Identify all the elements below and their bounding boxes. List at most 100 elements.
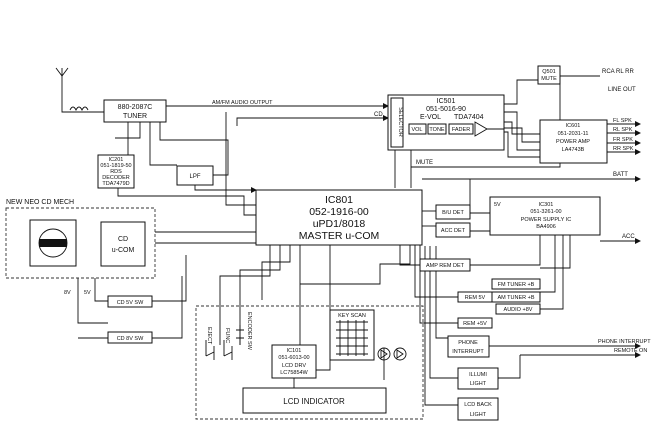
cd-disc-icon bbox=[29, 219, 77, 267]
master-ucom-block: IC801 052-1916-00 uPD1/8018 MASTER u-COM bbox=[255, 189, 423, 246]
svg-text:051-2031-11: 051-2031-11 bbox=[558, 131, 589, 137]
svg-text:CD 5V SW: CD 5V SW bbox=[117, 300, 144, 306]
svg-text:LIGHT: LIGHT bbox=[470, 412, 487, 418]
svg-text:051-3261-00: 051-3261-00 bbox=[530, 209, 561, 215]
svg-text:LPF: LPF bbox=[189, 174, 200, 180]
phone-interrupt-block: PHONE INTERRUPT bbox=[447, 335, 490, 358]
svg-text:5V: 5V bbox=[494, 202, 501, 208]
svg-text:ACC DET: ACC DET bbox=[441, 228, 466, 234]
amfm-audio-output-label: AM/FM AUDIO OUTPUT bbox=[212, 100, 273, 106]
svg-text:052-1916-00: 052-1916-00 bbox=[309, 206, 369, 218]
svg-text:AUDIO +8V: AUDIO +8V bbox=[504, 307, 533, 313]
q501-mute-block: Q501 MUTE bbox=[537, 65, 561, 85]
cd-5v-sw-block: CD 5V SW bbox=[107, 295, 153, 308]
fm-tuner-b-block: FM TUNER +B bbox=[491, 278, 541, 290]
svg-text:DECODER: DECODER bbox=[102, 175, 130, 181]
selector-label: SELECTOR bbox=[397, 107, 403, 137]
fr-spk-label: FR SPK bbox=[613, 137, 633, 143]
svg-text:MUTE: MUTE bbox=[541, 76, 557, 82]
svg-text:LC75854W: LC75854W bbox=[280, 370, 308, 376]
svg-text:RDS: RDS bbox=[110, 169, 122, 175]
cd-mech-label: NEW NEO CD MECH bbox=[6, 199, 74, 206]
led-icon-1 bbox=[377, 347, 391, 361]
svg-text:ILLUMI: ILLUMI bbox=[469, 372, 487, 378]
acc-label: ACC bbox=[622, 234, 635, 240]
lcd-indicator-block: LCD INDICATOR bbox=[242, 387, 387, 414]
svg-text:uPD1/8018: uPD1/8018 bbox=[313, 218, 366, 230]
svg-text:TDA7479D: TDA7479D bbox=[102, 181, 129, 187]
svg-text:IC501: IC501 bbox=[437, 98, 456, 105]
svg-text:INTERRUPT: INTERRUPT bbox=[452, 349, 484, 355]
mute-label: MUTE bbox=[416, 160, 433, 166]
eject-label: EJECT bbox=[206, 327, 212, 345]
svg-text:CD 8V SW: CD 8V SW bbox=[117, 336, 144, 342]
svg-text:POWER SUPPLY IC: POWER SUPPLY IC bbox=[521, 217, 572, 223]
svg-text:MASTER u-COM: MASTER u-COM bbox=[299, 230, 380, 242]
svg-text:FM TUNER +B: FM TUNER +B bbox=[498, 282, 535, 288]
line-out-label: LINE OUT bbox=[608, 87, 636, 93]
led-icon-2 bbox=[393, 347, 407, 361]
lpf-block: LPF bbox=[176, 165, 214, 186]
audio-8v-block: AUDIO +8V bbox=[495, 303, 541, 315]
key-scan-block: KEY SCAN bbox=[329, 309, 375, 361]
svg-text:051-1819-50: 051-1819-50 bbox=[100, 163, 131, 169]
svg-text:CD: CD bbox=[118, 236, 128, 243]
cd-signal-label: CD bbox=[374, 112, 383, 118]
func-switch-icon bbox=[223, 340, 233, 360]
svg-text:TDA7404: TDA7404 bbox=[454, 114, 484, 121]
svg-text:IC101: IC101 bbox=[287, 348, 302, 354]
svg-text:IC601: IC601 bbox=[566, 123, 581, 129]
svg-text:051-6013-00: 051-6013-00 bbox=[278, 355, 309, 361]
svg-text:VOL: VOL bbox=[411, 127, 422, 133]
antenna-icon bbox=[55, 67, 89, 112]
rr-spk-label: RR SPK bbox=[613, 146, 634, 152]
svg-text:IC201: IC201 bbox=[109, 157, 124, 163]
cd-8v-sw-block: CD 8V SW bbox=[107, 331, 153, 344]
batt-label: BATT bbox=[613, 172, 628, 178]
rem-plus-5v-block: REM +5V bbox=[457, 317, 493, 329]
5v-label: 5V bbox=[84, 290, 91, 296]
encoder-switch-icon bbox=[236, 325, 244, 345]
svg-text:LA4743B: LA4743B bbox=[562, 147, 585, 153]
power-amp-block: IC601 051-2031-11 POWER AMP LA4743B bbox=[539, 119, 608, 164]
encoder-sw-label: ENCODER SW bbox=[246, 312, 252, 351]
svg-text:REM +5V: REM +5V bbox=[463, 321, 487, 327]
svg-text:IC301: IC301 bbox=[539, 202, 554, 208]
svg-text:LCD INDICATOR: LCD INDICATOR bbox=[283, 397, 345, 406]
svg-text:IC801: IC801 bbox=[325, 194, 353, 206]
svg-text:AM TUNER +B: AM TUNER +B bbox=[497, 295, 534, 301]
wires bbox=[61, 75, 641, 406]
evol-block: SELECTOR IC501 051-5016-90 E-VOL TDA7404… bbox=[387, 94, 505, 151]
rem-5v-block: REM 5V bbox=[457, 291, 493, 303]
svg-text:TONE: TONE bbox=[429, 127, 445, 133]
remote-on-label: REMOTE ON bbox=[614, 348, 647, 354]
svg-text:051-5016-90: 051-5016-90 bbox=[426, 106, 466, 113]
cd-mech-boundary bbox=[5, 207, 156, 279]
svg-text:FADER: FADER bbox=[452, 127, 470, 133]
svg-text:LCD DRV: LCD DRV bbox=[282, 363, 306, 369]
svg-text:LIGHT: LIGHT bbox=[470, 381, 487, 387]
tuner-block: 880-2087C TUNER bbox=[103, 99, 167, 123]
lcd-back-light-block: LCD BACK LIGHT bbox=[457, 397, 499, 421]
eject-switch-icon bbox=[205, 340, 215, 360]
rds-decoder-block: IC201 051-1819-50 RDS DECODER TDA7479D bbox=[97, 154, 135, 189]
rl-spk-label: RL SPK bbox=[613, 127, 633, 133]
power-supply-block: 5V IC301 051-3261-00 POWER SUPPLY IC BA4… bbox=[489, 196, 601, 236]
svg-text:B/U DET: B/U DET bbox=[442, 210, 464, 216]
svg-text:E-VOL: E-VOL bbox=[420, 114, 441, 121]
svg-text:AMP REM DET: AMP REM DET bbox=[426, 263, 465, 269]
rca-label: RCA RL RR bbox=[602, 69, 634, 75]
phone-interrupt-label: PHONE INTERRUPT bbox=[598, 339, 651, 345]
tuner-part-number: 880-2087C bbox=[118, 104, 153, 111]
cd-ucom-block: CD u-COM bbox=[100, 221, 146, 267]
svg-text:u-COM: u-COM bbox=[112, 247, 135, 254]
svg-text:POWER AMP: POWER AMP bbox=[556, 139, 590, 145]
illumi-light-block: ILLUMI LIGHT bbox=[457, 367, 499, 390]
svg-text:Q501: Q501 bbox=[542, 69, 555, 75]
tuner-label: TUNER bbox=[123, 113, 147, 120]
8v-label: 8V bbox=[64, 290, 71, 296]
func-label: FUNC bbox=[224, 328, 230, 343]
lcd-driver-block: IC101 051-6013-00 LCD DRV LC75854W bbox=[271, 344, 317, 379]
amp-rem-det-block: AMP REM DET bbox=[419, 258, 471, 272]
